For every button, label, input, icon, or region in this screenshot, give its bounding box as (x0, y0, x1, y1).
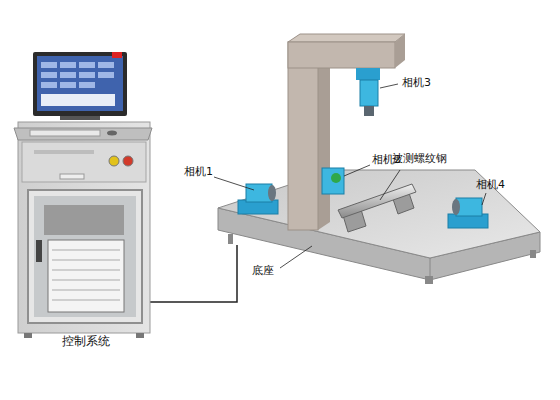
part-label: 底座 (252, 264, 274, 277)
camera-3 (356, 68, 380, 116)
leader-lines (214, 84, 486, 268)
part-label: 相机4 (476, 178, 505, 191)
camera-1 (238, 184, 278, 214)
base-platform (218, 170, 540, 284)
camera-2 (322, 168, 344, 194)
control-cabinet (14, 52, 152, 338)
part-label: 相机1 (184, 165, 213, 178)
system-label: 控制系统 (62, 334, 110, 348)
cable (150, 245, 237, 302)
camera-4 (448, 198, 488, 228)
part-label: 被测螺纹钢 (392, 152, 447, 165)
tested-rebar (338, 184, 416, 232)
part-label: 相机3 (402, 76, 431, 89)
